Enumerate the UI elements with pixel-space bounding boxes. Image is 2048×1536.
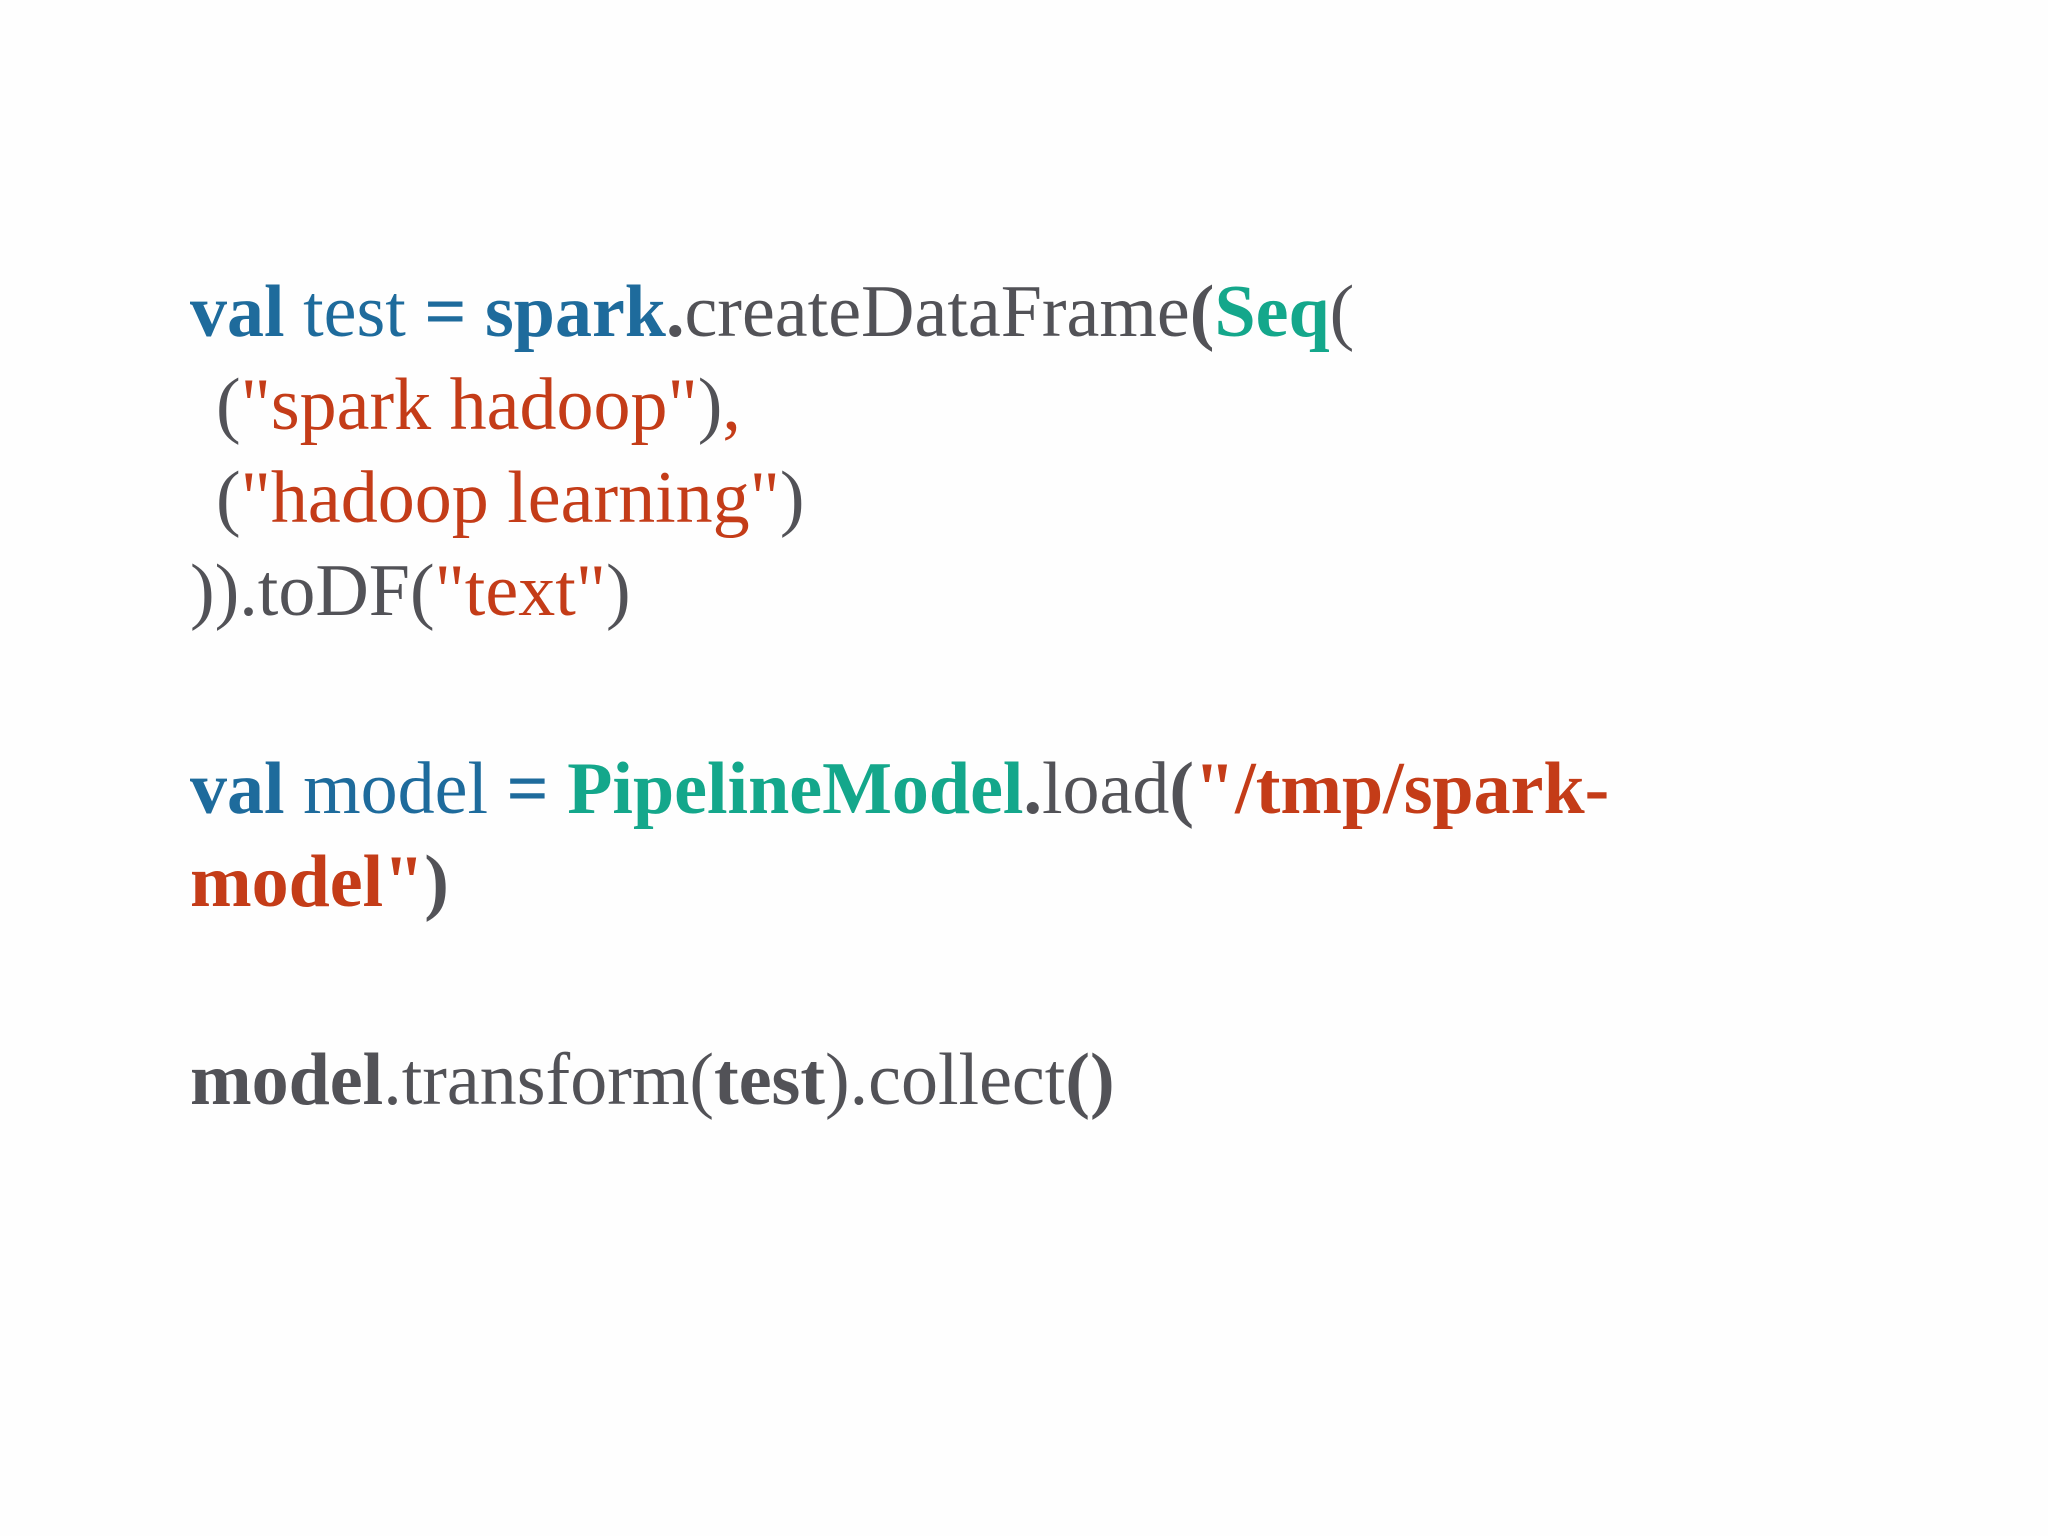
code-token: ) xyxy=(779,457,805,539)
code-token: test xyxy=(284,271,425,353)
code-token: ( xyxy=(1169,748,1195,830)
code-token: model xyxy=(190,1039,384,1121)
code-token: val xyxy=(190,748,285,830)
code-paragraph: val model = PipelineModel.load("/tmp/spa… xyxy=(190,743,1609,929)
code-token: ( xyxy=(216,457,241,539)
code-line: ("hadoop learning") xyxy=(190,452,1609,545)
code-block: val test = spark.createDataFrame(Seq(("s… xyxy=(190,266,1609,1232)
code-token: ) xyxy=(605,550,631,632)
code-token: ).collect xyxy=(824,1039,1066,1121)
code-line: val test = spark.createDataFrame(Seq( xyxy=(190,266,1609,359)
code-token: model" xyxy=(190,841,425,923)
code-token: . xyxy=(1023,748,1043,830)
code-line: ("spark hadoop"), xyxy=(190,359,1609,452)
code-paragraph: val test = spark.createDataFrame(Seq(("s… xyxy=(190,266,1609,638)
code-token: model xyxy=(284,748,507,830)
code-token: "spark hadoop" xyxy=(240,364,698,446)
code-token: "/tmp/spark- xyxy=(1194,748,1610,830)
code-token: "hadoop learning" xyxy=(240,457,780,539)
code-token: . xyxy=(665,271,685,353)
code-line: )).toDF("text") xyxy=(190,545,1609,638)
code-token: PipelineModel xyxy=(567,748,1024,830)
code-token: = xyxy=(424,271,485,353)
code-token: ( xyxy=(216,364,241,446)
code-token: spark xyxy=(485,271,666,353)
code-line: model") xyxy=(190,836,1609,929)
code-token: ( xyxy=(1189,271,1215,353)
code-token: ( xyxy=(1329,271,1355,353)
code-line: val model = PipelineModel.load("/tmp/spa… xyxy=(190,743,1609,836)
code-token: val xyxy=(190,271,285,353)
code-token: Seq xyxy=(1214,271,1330,353)
code-token: .transform( xyxy=(383,1039,715,1121)
code-token: , xyxy=(722,364,741,446)
code-token: createDataFrame xyxy=(684,271,1190,353)
code-token: () xyxy=(1065,1039,1115,1121)
code-token: )).toDF( xyxy=(190,550,435,632)
code-token: ) xyxy=(697,364,723,446)
code-token: "text" xyxy=(434,550,606,632)
code-paragraph: model.transform(test).collect() xyxy=(190,1034,1609,1127)
code-token: load xyxy=(1042,748,1170,830)
code-token: ) xyxy=(424,841,449,923)
code-token: test xyxy=(714,1039,825,1121)
code-token: = xyxy=(506,748,568,830)
code-line: model.transform(test).collect() xyxy=(190,1034,1609,1127)
